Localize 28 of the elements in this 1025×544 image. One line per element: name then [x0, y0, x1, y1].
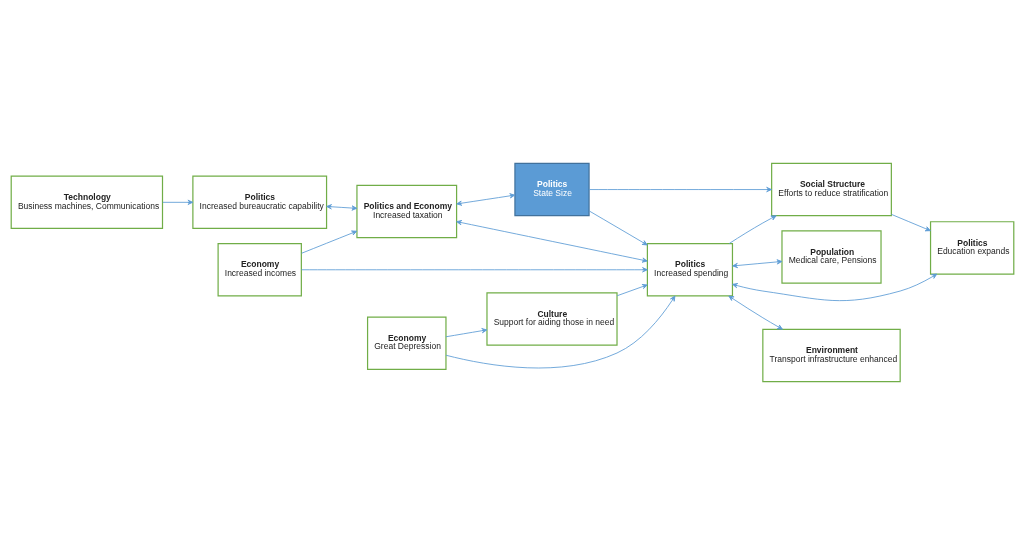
arrow: [162, 199, 194, 205]
node-box: Social Structure Efforts to reduce stratification: [771, 162, 892, 216]
arrow: [588, 186, 772, 192]
node-box: Politics and Economy Increased taxation: [356, 184, 458, 238]
node-box: Economy Great Depression: [366, 316, 447, 370]
arrow: [728, 214, 777, 244]
arrow: [732, 258, 783, 268]
node-box: Population Medical care, Pensions: [781, 229, 882, 284]
arrow: [445, 327, 488, 337]
node-box: Economy Increased incomes: [217, 242, 302, 296]
arrow: [891, 213, 931, 231]
arrow: [445, 295, 676, 368]
node-box: Technology Business machines, Communications: [10, 175, 164, 229]
arrow: [301, 266, 648, 272]
arrow: [456, 192, 516, 206]
arrow: [456, 219, 648, 263]
node-box: Environment Transport infrastructure enhanced: [762, 328, 901, 382]
arrow: [616, 283, 648, 296]
arrow: [732, 273, 938, 301]
arrow: [728, 295, 783, 330]
arrow: [326, 203, 358, 211]
node-box: Politics State Size: [514, 162, 590, 216]
node-box: Politics Increased bureaucratic capability: [192, 175, 328, 229]
node-box: Politics Increased spending: [646, 242, 734, 296]
arrow: [588, 210, 648, 245]
arrow: [301, 230, 358, 254]
node-box: Culture Support for aiding those in need: [486, 291, 618, 346]
node-box: Politics Education expands: [929, 220, 1015, 275]
